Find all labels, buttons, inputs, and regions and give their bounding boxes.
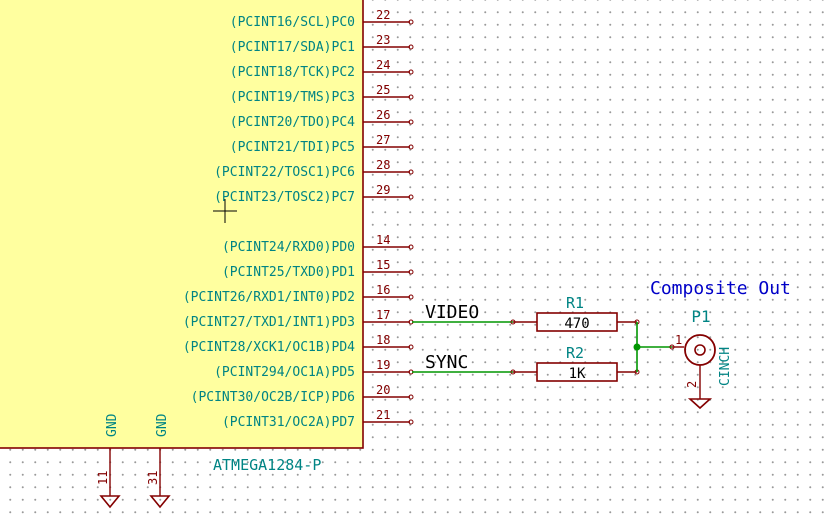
connector-pin-1: 1 <box>675 333 682 347</box>
gnd-pin-number: 31 <box>146 471 160 485</box>
port-d-pins: (PCINT24/RXD0)PD0 14 (PCINT25/TXD0)PD1 1… <box>183 233 414 430</box>
pin-number: 26 <box>376 108 390 122</box>
pin-label: (PCINT27/TXD1/INT1)PD3 <box>183 315 355 330</box>
pin-number: 21 <box>376 408 390 422</box>
pin-number: 29 <box>376 183 390 197</box>
pin-label: (PCINT23/TOSC2)PC7 <box>214 190 355 205</box>
pin-label: (PCINT18/TCK)PC2 <box>230 65 355 80</box>
pin-pd5[interactable]: (PCINT294/OC1A)PD5 19 <box>214 358 414 380</box>
pin-label: (PCINT26/RXD1/INT0)PD2 <box>183 290 355 305</box>
pin-pd6[interactable]: (PCINT30/OC2B/ICP)PD6 20 <box>191 383 414 405</box>
connector-ref: P1 <box>691 307 710 326</box>
pin-number: 22 <box>376 8 390 22</box>
pin-label: (PCINT294/OC1A)PD5 <box>214 365 355 380</box>
pin-label: (PCINT22/TOSC1)PC6 <box>214 165 355 180</box>
output-wire[interactable] <box>633 322 673 372</box>
pin-label: (PCINT25/TXD0)PD1 <box>222 265 355 280</box>
gnd-pin-11[interactable]: GND 11 <box>96 413 121 509</box>
pin-pd0[interactable]: (PCINT24/RXD0)PD0 14 <box>222 233 414 255</box>
chip-name: ATMEGA1284-P <box>213 456 321 474</box>
pin-number: 14 <box>376 233 390 247</box>
gnd-pin-31[interactable]: GND 31 <box>146 413 171 509</box>
resistor-r1[interactable]: R1 470 <box>510 294 640 332</box>
pin-pc2[interactable]: (PCINT18/TCK)PC2 24 <box>230 58 414 80</box>
crosshair-cursor-icon <box>213 199 237 223</box>
pin-label: (PCINT20/TDO)PC4 <box>230 115 355 130</box>
connector-pin-2: 2 <box>685 381 699 388</box>
connector-title: Composite Out <box>650 278 791 299</box>
pin-pc6[interactable]: (PCINT22/TOSC1)PC6 28 <box>214 158 414 180</box>
connector-p1[interactable]: P1 CINCH 1 2 <box>669 307 733 410</box>
pin-label: (PCINT30/OC2B/ICP)PD6 <box>191 390 355 405</box>
pin-label: (PCINT16/SCL)PC0 <box>230 15 355 30</box>
pin-number: 18 <box>376 333 390 347</box>
pin-pd2[interactable]: (PCINT26/RXD1/INT0)PD2 16 <box>183 283 414 305</box>
pin-pc7[interactable]: (PCINT23/TOSC2)PC7 29 <box>214 183 414 205</box>
pin-number: 19 <box>376 358 390 372</box>
pin-pc3[interactable]: (PCINT19/TMS)PC3 25 <box>230 83 414 105</box>
pin-pd4[interactable]: (PCINT28/XCK1/OC1B)PD4 18 <box>183 333 414 355</box>
pin-number: 23 <box>376 33 390 47</box>
net-label-sync: SYNC <box>425 352 468 373</box>
pin-number: 24 <box>376 58 390 72</box>
pin-pc4[interactable]: (PCINT20/TDO)PC4 26 <box>230 108 414 130</box>
resistor-ref: R2 <box>566 344 584 362</box>
gnd-pin-label: GND <box>105 413 120 437</box>
pin-number: 25 <box>376 83 390 97</box>
pin-label: (PCINT24/RXD0)PD0 <box>222 240 355 255</box>
pin-number: 27 <box>376 133 390 147</box>
pin-label: (PCINT28/XCK1/OC1B)PD4 <box>183 340 355 355</box>
pin-number: 15 <box>376 258 390 272</box>
port-c-pins: (PCINT16/SCL)PC0 22 (PCINT17/SDA)PC1 23 … <box>214 8 414 205</box>
pin-label: (PCINT31/OC2A)PD7 <box>222 415 355 430</box>
chip-body[interactable] <box>0 0 364 449</box>
resistor-value: 470 <box>564 316 589 332</box>
gnd-pin-label: GND <box>155 413 170 437</box>
pin-number: 16 <box>376 283 390 297</box>
pin-pd1[interactable]: (PCINT25/TXD0)PD1 15 <box>222 258 414 280</box>
pin-number: 28 <box>376 158 390 172</box>
pin-pd7[interactable]: (PCINT31/OC2A)PD7 21 <box>222 408 414 430</box>
pin-pc5[interactable]: (PCINT21/TDI)PC5 27 <box>230 133 414 155</box>
pin-pc0[interactable]: (PCINT16/SCL)PC0 22 <box>230 8 414 30</box>
junction-dot <box>633 343 641 351</box>
connector-value: CINCH <box>718 347 733 386</box>
resistor-r2[interactable]: R2 1K <box>510 344 640 382</box>
pin-label: (PCINT19/TMS)PC3 <box>230 90 355 105</box>
pin-number: 17 <box>376 308 390 322</box>
net-label-video: VIDEO <box>425 302 479 323</box>
pin-label: (PCINT17/SDA)PC1 <box>230 40 355 55</box>
pin-number: 20 <box>376 383 390 397</box>
gnd-pin-number: 11 <box>96 471 110 485</box>
pin-pd3[interactable]: (PCINT27/TXD1/INT1)PD3 17 <box>183 308 414 330</box>
resistor-ref: R1 <box>566 294 584 312</box>
resistor-value: 1K <box>569 366 586 382</box>
pin-pc1[interactable]: (PCINT17/SDA)PC1 23 <box>230 33 414 55</box>
pin-label: (PCINT21/TDI)PC5 <box>230 140 355 155</box>
